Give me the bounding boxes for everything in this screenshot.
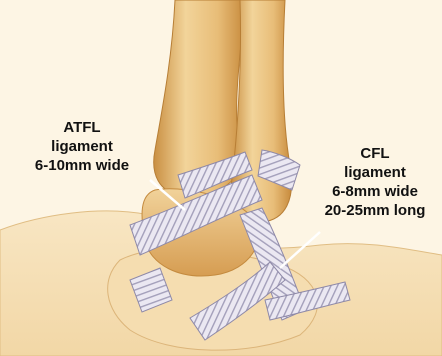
atfl-label-title: ATFL (8, 118, 156, 137)
cfl-label-type: ligament (300, 163, 442, 182)
atfl-label-type: ligament (8, 137, 156, 156)
cfl-label-length: 20-25mm long (300, 201, 442, 220)
atfl-label: ATFL ligament 6-10mm wide (8, 118, 156, 175)
cfl-label-title: CFL (300, 144, 442, 163)
cfl-label: CFL ligament 6-8mm wide 20-25mm long (300, 144, 442, 220)
cfl-label-width: 6-8mm wide (300, 182, 442, 201)
atfl-label-width: 6-10mm wide (8, 156, 156, 175)
